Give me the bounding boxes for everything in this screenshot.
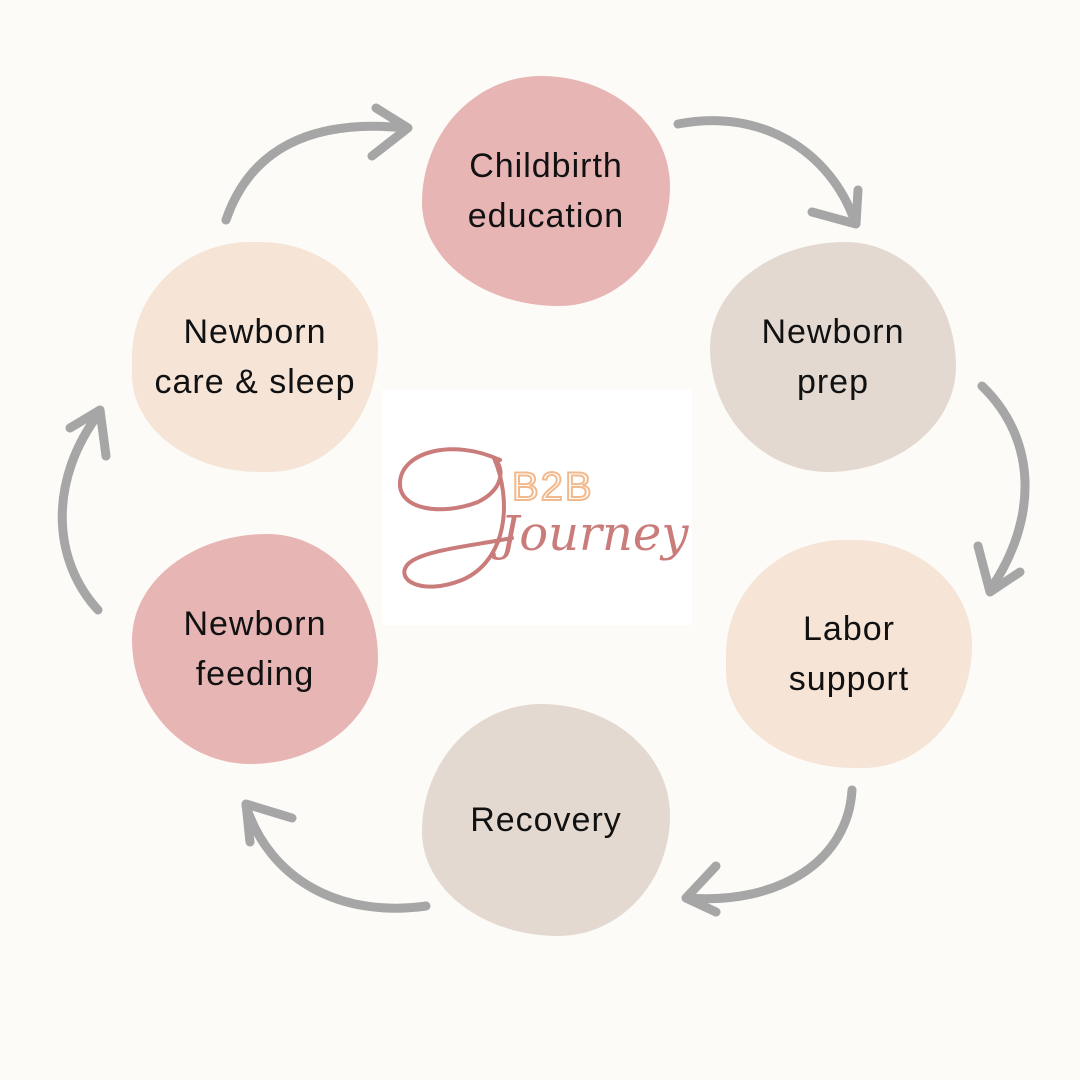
node-label: Childbirth education (467, 147, 625, 235)
node-newborn-feeding: Newborn feeding (132, 534, 378, 764)
logo-script-text: Journey (491, 506, 689, 562)
node-childbirth-education: Childbirth education (422, 76, 670, 306)
arrow-newborn-prep-to-labor-support (973, 381, 1030, 597)
node-labor-support: Labor support (726, 540, 972, 768)
arrow-newborn-feeding-to-newborn-care (57, 405, 111, 615)
node-newborn-prep: Newborn prep (710, 242, 956, 472)
node-recovery: Recovery (422, 704, 670, 936)
arrow-labor-support-to-recovery (681, 785, 857, 917)
arrow-newborn-care-to-childbirth (221, 103, 413, 225)
node-label: Recovery (470, 801, 622, 839)
node-label: Newborn prep (761, 313, 905, 401)
b2b-journey-logo: B2B Journey (397, 447, 689, 589)
node-label: Newborn feeding (183, 605, 327, 693)
node-label: Newborn care & sleep (154, 313, 356, 401)
node-newborn-care-sleep: Newborn care & sleep (132, 242, 378, 472)
arrow-recovery-to-newborn-feeding (241, 799, 431, 913)
arrow-childbirth-to-newborn-prep (673, 116, 863, 229)
node-label: Labor support (788, 610, 910, 698)
logo-card: B2B Journey (382, 390, 692, 625)
logo-caps-text: B2B (512, 465, 594, 509)
